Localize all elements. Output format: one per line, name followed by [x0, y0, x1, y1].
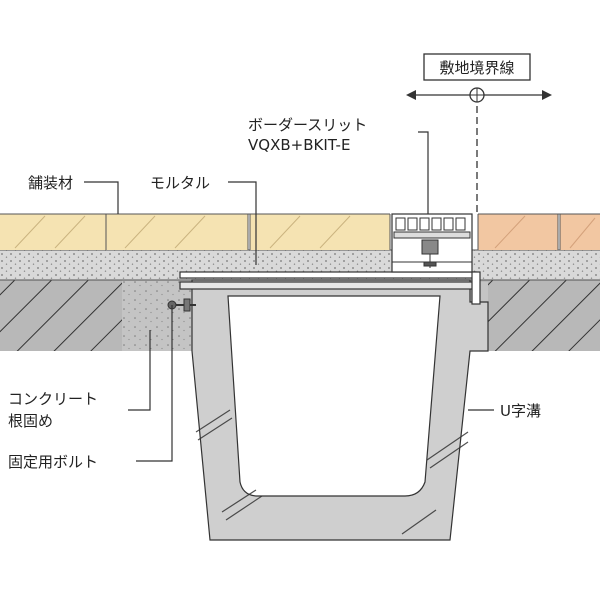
boundary-arrow-right — [542, 90, 552, 100]
boundary-label: 敷地境界線 — [439, 59, 514, 77]
slit-bolt-assembly — [421, 239, 439, 268]
leader-bolt — [136, 305, 173, 462]
slit-name-label: ボーダースリット — [248, 116, 367, 134]
paving-brick — [250, 214, 390, 250]
u-ditch-inner — [227, 295, 441, 497]
mortar-label: モルタル — [150, 174, 210, 192]
leader-lines — [84, 131, 494, 462]
concrete-label-line2: 根固め — [8, 412, 53, 430]
paving-layer — [0, 213, 600, 250]
paving-brick — [0, 214, 106, 250]
slit-model-label: VQXB+BKIT-E — [248, 136, 350, 154]
slit-side-plate — [471, 271, 481, 305]
paving-label: 舗装材 — [28, 174, 73, 192]
leader-paving — [84, 181, 119, 214]
leader-concrete — [128, 330, 151, 411]
fixing-bolt — [167, 298, 196, 312]
concrete-foundation-left-speck — [122, 278, 192, 351]
boundary-arrow-left — [406, 90, 416, 100]
mortar-layer — [0, 249, 600, 281]
u-ditch-label: U字溝 — [500, 402, 541, 420]
slit-frame-top — [179, 271, 477, 279]
leader-mortar — [228, 181, 257, 265]
paving-brick — [478, 214, 558, 250]
leader-slit — [418, 131, 429, 214]
paving-brick — [106, 214, 248, 250]
bolt-label: 固定用ボルト — [8, 453, 98, 471]
border-slit — [179, 213, 481, 305]
boundary-marker: 敷地境界線 — [406, 53, 552, 215]
labels: ボーダースリット VQXB+BKIT-E 舗装材 モルタル コンクリート 根固め… — [8, 116, 541, 471]
boundary-label-box — [423, 53, 531, 81]
u-ditch-channel — [191, 279, 489, 541]
slit-grate — [395, 217, 466, 231]
concrete-label-line1: コンクリート — [8, 390, 98, 408]
slit-bar — [393, 231, 471, 239]
slit-frame-bottom — [179, 281, 477, 290]
